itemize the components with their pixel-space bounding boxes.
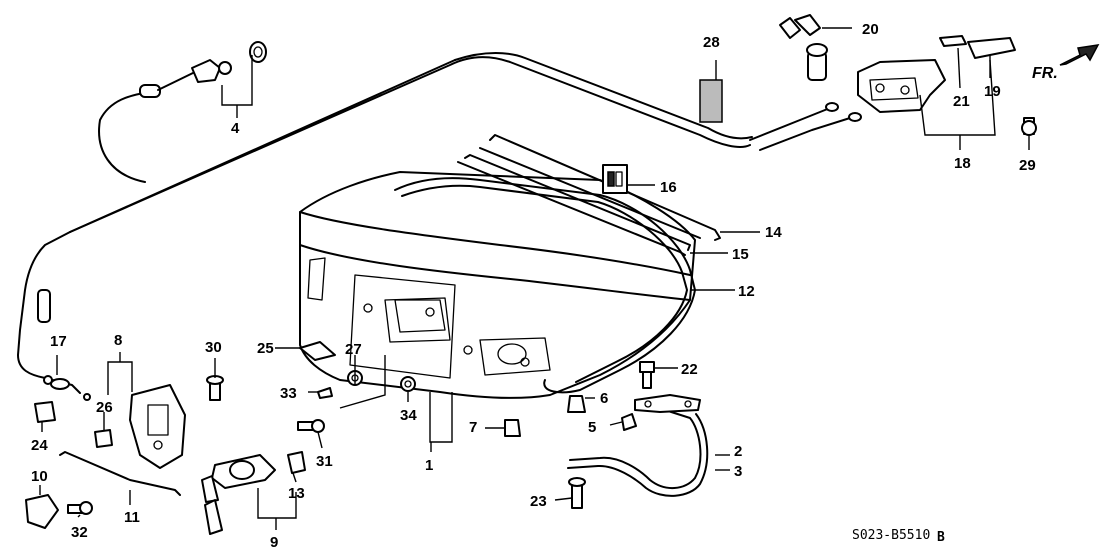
part-number-28: 28 (703, 34, 720, 51)
part-number-5: 5 (588, 419, 596, 436)
part-number-23: 23 (530, 493, 547, 510)
part-number-25: 25 (257, 340, 274, 357)
part-number-26: 26 (96, 399, 113, 416)
rod-11 (59, 451, 181, 496)
holder-10 (25, 494, 59, 529)
switch-16 (602, 164, 628, 194)
part-number-31: 31 (316, 453, 333, 470)
clip-5 (621, 413, 637, 431)
trunk-lid (299, 171, 696, 399)
part-number-2: 2 (734, 443, 742, 460)
part-number-14: 14 (765, 224, 782, 241)
leader-lines (39, 27, 1030, 530)
part-number-11: 11 (124, 509, 140, 526)
part-number-29: 29 (1019, 157, 1036, 174)
actuator-8 (129, 384, 186, 469)
part-number-20: 20 (862, 21, 879, 38)
release-cable (17, 52, 753, 401)
bolt-30 (206, 375, 224, 401)
part-number-21: 21 (953, 93, 970, 110)
part-number-18: 18 (954, 155, 971, 172)
stopper-6 (567, 395, 586, 413)
weatherstrip (394, 177, 696, 394)
part-number-27: 27 (345, 341, 362, 358)
opener-cable (98, 41, 267, 183)
pad-28 (699, 79, 723, 123)
bolt-29 (1021, 117, 1037, 136)
part-number-7: 7 (469, 419, 477, 436)
part-number-32: 32 (71, 524, 88, 541)
part-number-33: 33 (280, 385, 297, 402)
key-cylinder-20 (779, 14, 828, 81)
bolt-31 (297, 419, 325, 433)
bolt-32 (67, 501, 93, 515)
screw-33 (317, 387, 333, 399)
part-number-6: 6 (600, 390, 608, 407)
latch-cables (749, 102, 862, 151)
key-cylinder-9 (201, 454, 276, 535)
part-labels: 1234567891011121314151617181920212223242… (31, 21, 1036, 551)
part-number-16: 16 (660, 179, 677, 196)
nut-34 (400, 376, 416, 392)
part-number-12: 12 (738, 283, 755, 300)
part-number-4: 4 (231, 120, 240, 137)
front-direction-arrow: FR. (1032, 44, 1100, 82)
switch-24 (34, 401, 56, 423)
part-number-15: 15 (732, 246, 749, 263)
torsion-bars (457, 134, 721, 256)
part-number-22: 22 (681, 361, 698, 378)
part-number-1: 1 (425, 457, 433, 474)
diagram-code: S023-B5510 (852, 528, 930, 543)
trunk-hinge (567, 394, 709, 497)
part-number-24: 24 (31, 437, 48, 454)
clip-13 (287, 451, 306, 474)
part-number-30: 30 (205, 339, 222, 356)
trunk-latch (857, 35, 1016, 113)
part-number-19: 19 (984, 83, 1001, 100)
cushion-7 (504, 419, 521, 437)
clip-25 (299, 341, 336, 361)
part-number-10: 10 (31, 468, 48, 485)
bolt-23 (568, 477, 586, 509)
part-number-9: 9 (270, 534, 278, 551)
part-number-13: 13 (288, 485, 305, 502)
part-number-3: 3 (734, 463, 742, 480)
switch-26 (94, 429, 113, 448)
part-number-17: 17 (50, 333, 67, 350)
diagram-code-suffix: B (937, 530, 945, 545)
svg-text:FR.: FR. (1032, 65, 1058, 82)
part-number-34: 34 (400, 407, 417, 424)
part-number-8: 8 (114, 332, 122, 349)
bolt-22 (639, 361, 655, 389)
cable-end-17 (43, 375, 53, 385)
